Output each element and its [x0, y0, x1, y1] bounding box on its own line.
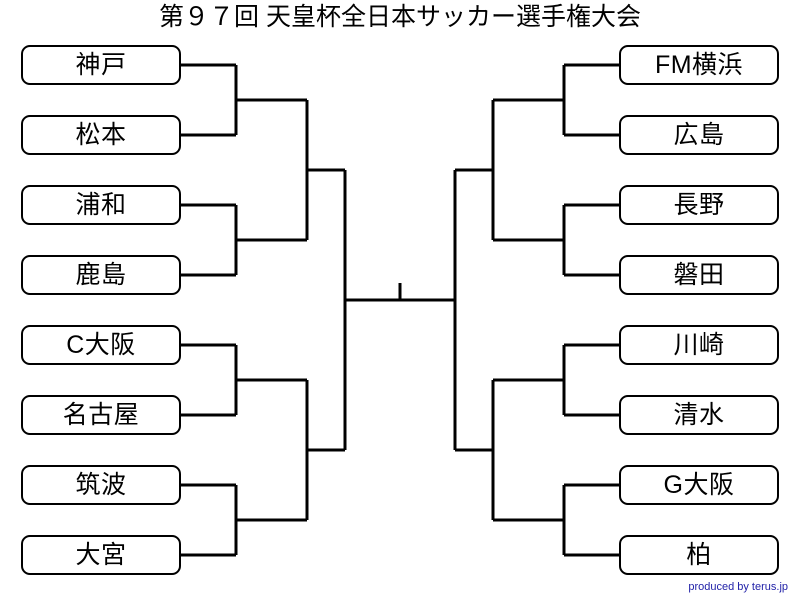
- team-name: 柏: [686, 540, 712, 569]
- team-box-left-5[interactable]: C大阪: [21, 325, 181, 365]
- team-name: C大阪: [66, 330, 136, 359]
- team-box-right-1[interactable]: FM横浜: [619, 45, 779, 85]
- team-name: 松本: [75, 120, 127, 149]
- team-name: 名古屋: [62, 400, 140, 429]
- team-box-left-3[interactable]: 浦和: [21, 185, 181, 225]
- team-box-right-2[interactable]: 広島: [619, 115, 779, 155]
- team-box-left-8[interactable]: 大宮: [21, 535, 181, 575]
- producer-credit: produced by terus.jp: [688, 581, 788, 593]
- team-name: 鹿島: [75, 260, 127, 289]
- team-name: 川崎: [673, 330, 725, 359]
- team-name: 広島: [673, 120, 725, 149]
- team-box-right-5[interactable]: 川崎: [619, 325, 779, 365]
- team-box-right-8[interactable]: 柏: [619, 535, 779, 575]
- team-box-left-7[interactable]: 筑波: [21, 465, 181, 505]
- team-box-right-3[interactable]: 長野: [619, 185, 779, 225]
- team-box-left-1[interactable]: 神戸: [21, 45, 181, 85]
- team-box-right-4[interactable]: 磐田: [619, 255, 779, 295]
- team-name: 長野: [673, 190, 725, 219]
- page-title: 第９７回 天皇杯全日本サッカー選手権大会: [159, 3, 641, 31]
- team-name: G大阪: [663, 470, 735, 499]
- team-box-left-2[interactable]: 松本: [21, 115, 181, 155]
- team-name: 筑波: [75, 470, 127, 499]
- team-name: 大宮: [75, 540, 127, 569]
- team-name: 清水: [673, 400, 725, 429]
- team-name: 磐田: [673, 260, 725, 289]
- team-box-right-7[interactable]: G大阪: [619, 465, 779, 505]
- team-box-left-4[interactable]: 鹿島: [21, 255, 181, 295]
- team-box-right-6[interactable]: 清水: [619, 395, 779, 435]
- team-name: 浦和: [75, 190, 127, 219]
- team-box-left-6[interactable]: 名古屋: [21, 395, 181, 435]
- team-name: 神戸: [75, 50, 127, 79]
- team-name: FM横浜: [654, 50, 744, 79]
